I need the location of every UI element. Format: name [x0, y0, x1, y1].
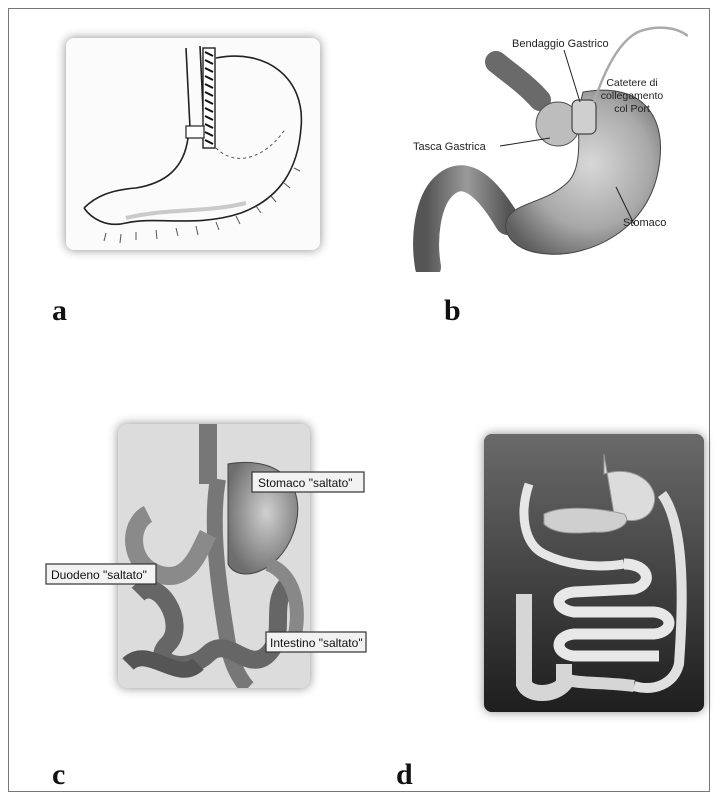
panel-c-labels: Stomaco "saltato" Duodeno "saltato" Inte… — [40, 460, 370, 660]
sleeve-gastrectomy-drawing — [66, 38, 320, 250]
label-stomaco: Stomaco — [623, 217, 666, 229]
label-catetere-line3: col Port — [614, 103, 650, 115]
panel-d-illustration — [484, 434, 704, 712]
bypass-labels: Stomaco "saltato" Duodeno "saltato" Inte… — [40, 460, 370, 660]
panel-c-letter: c — [52, 758, 65, 792]
label-catetere-line1: Catetere di — [606, 77, 657, 89]
label-stomaco-saltato: Stomaco "saltato" — [258, 476, 353, 490]
label-bendaggio-gastrico: Bendaggio Gastrico — [512, 38, 609, 50]
panel-b-letter: b — [444, 294, 461, 328]
gastric-band-drawing: Bendaggio Gastrico Catetere di collegame… — [408, 22, 688, 272]
label-intestino-saltato: Intestino "saltato" — [270, 636, 363, 650]
label-duodeno-saltato: Duodeno "saltato" — [51, 568, 147, 582]
panel-a-illustration — [66, 38, 320, 250]
digestive-tract-drawing — [484, 434, 704, 712]
panel-b-illustration: Bendaggio Gastrico Catetere di collegame… — [408, 22, 688, 272]
panel-d-letter: d — [396, 758, 413, 792]
panel-a-letter: a — [52, 294, 67, 328]
label-tasca-gastrica: Tasca Gastrica — [413, 141, 487, 153]
label-catetere-line2: collegamento — [601, 90, 664, 102]
